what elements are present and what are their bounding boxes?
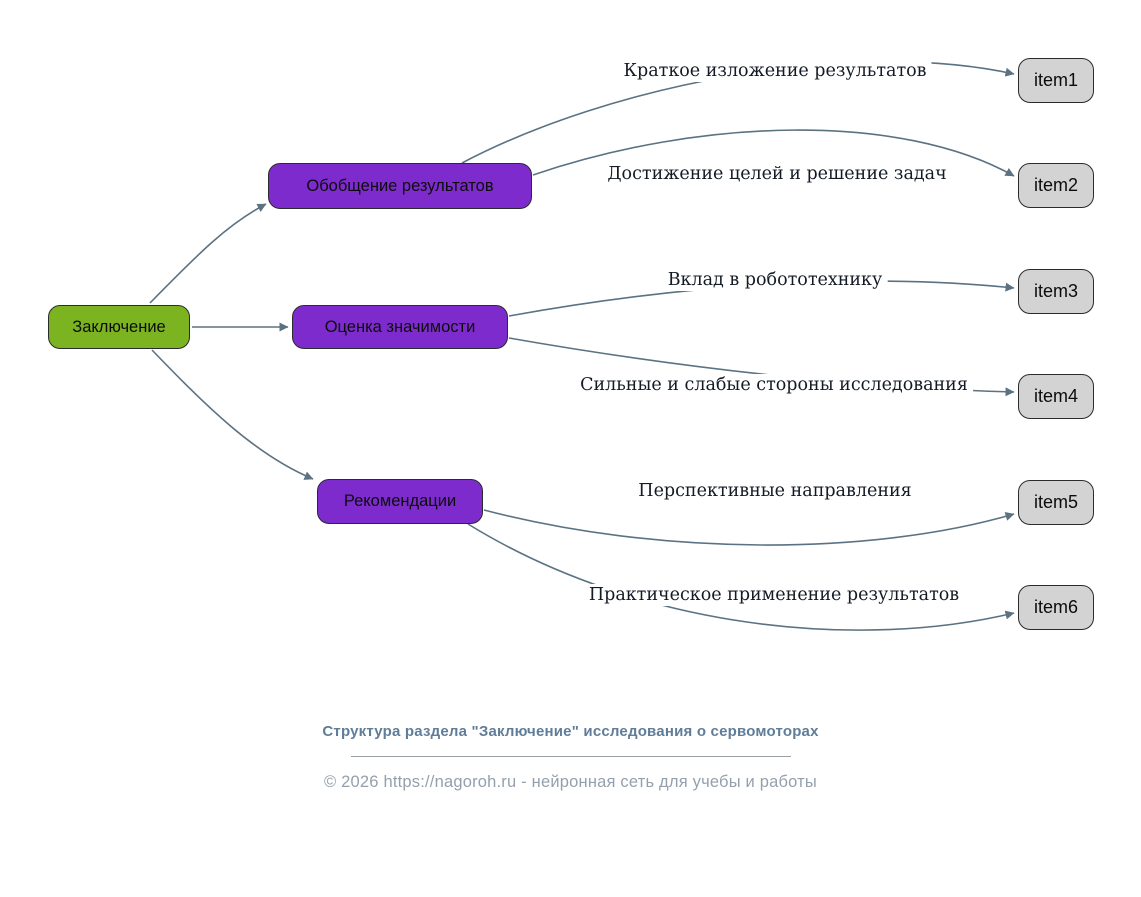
node-root: Заключение: [48, 305, 190, 349]
edge-root-to-branch3: [151, 349, 314, 480]
edge-branch1-to-item2: [532, 129, 1015, 177]
node-item1: item1: [1018, 58, 1094, 103]
diagram-title: Структура раздела "Заключение" исследова…: [322, 723, 819, 740]
copyright-text: © 2026 https://nagoroh.ru - нейронная се…: [324, 772, 817, 791]
edge-label-item6: Практическое применение результатов: [583, 584, 965, 606]
node-branch-recommendations: Рекомендации: [317, 479, 483, 524]
node-item3: item3: [1018, 269, 1094, 314]
footer-divider: [350, 755, 791, 757]
edge-label-item3: Вклад в робототехнику: [662, 269, 888, 291]
node-branch-significance: Оценка значимости: [292, 305, 508, 349]
node-item5: item5: [1018, 480, 1094, 525]
diagram-footer: Структура раздела "Заключение" исследова…: [0, 722, 1141, 792]
edge-branch3-to-item5: [483, 509, 1015, 546]
node-item6: item6: [1018, 585, 1094, 630]
edge-branch3-to-item6: [467, 523, 1015, 631]
edge-label-item2: Достижение целей и решение задач: [602, 163, 952, 185]
edge-label-item5: Перспективные направления: [633, 480, 917, 502]
node-item2: item2: [1018, 163, 1094, 208]
edge-label-item4: Сильные и слабые стороны исследования: [575, 374, 973, 396]
node-branch-generalization: Обобщение результатов: [268, 163, 532, 209]
edge-label-item1: Краткое изложение результатов: [618, 60, 932, 82]
node-item4: item4: [1018, 374, 1094, 419]
edge-root-to-branch1: [149, 203, 267, 304]
